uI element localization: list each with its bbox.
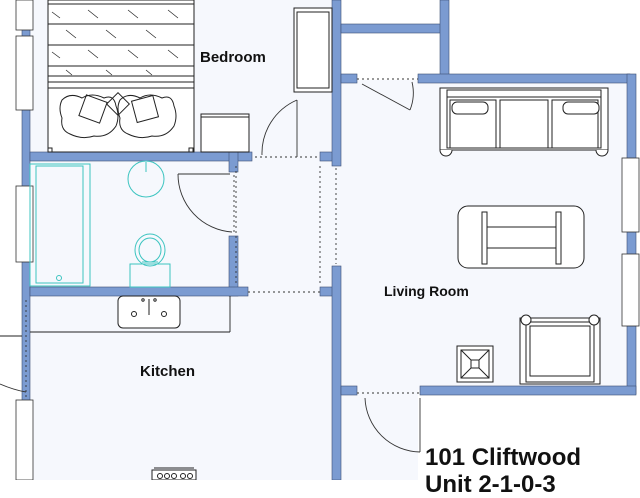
dresser [293, 7, 333, 93]
sofa [439, 87, 609, 157]
windows [15, 0, 640, 480]
doors [0, 78, 421, 453]
kitchen-counter [0, 296, 231, 337]
unit-subtitle: Unit 2-1-0-3 [425, 471, 556, 498]
coffee-table [457, 205, 585, 269]
armchair [519, 314, 601, 385]
kitchen-sink [117, 295, 181, 329]
room-label-living-room: Living Room [384, 283, 469, 299]
bathtub [29, 163, 91, 287]
toilet [129, 233, 171, 288]
address-title: 101 Cliftwood [425, 444, 582, 471]
room-label-bedroom: Bedroom [200, 49, 266, 66]
bed [47, 0, 195, 153]
floor-plan [0, 0, 640, 480]
nightstand [200, 113, 250, 153]
room-label-kitchen: Kitchen [140, 363, 196, 380]
stove [151, 467, 197, 480]
bathroom-sink [127, 160, 165, 198]
side-table [456, 345, 494, 383]
